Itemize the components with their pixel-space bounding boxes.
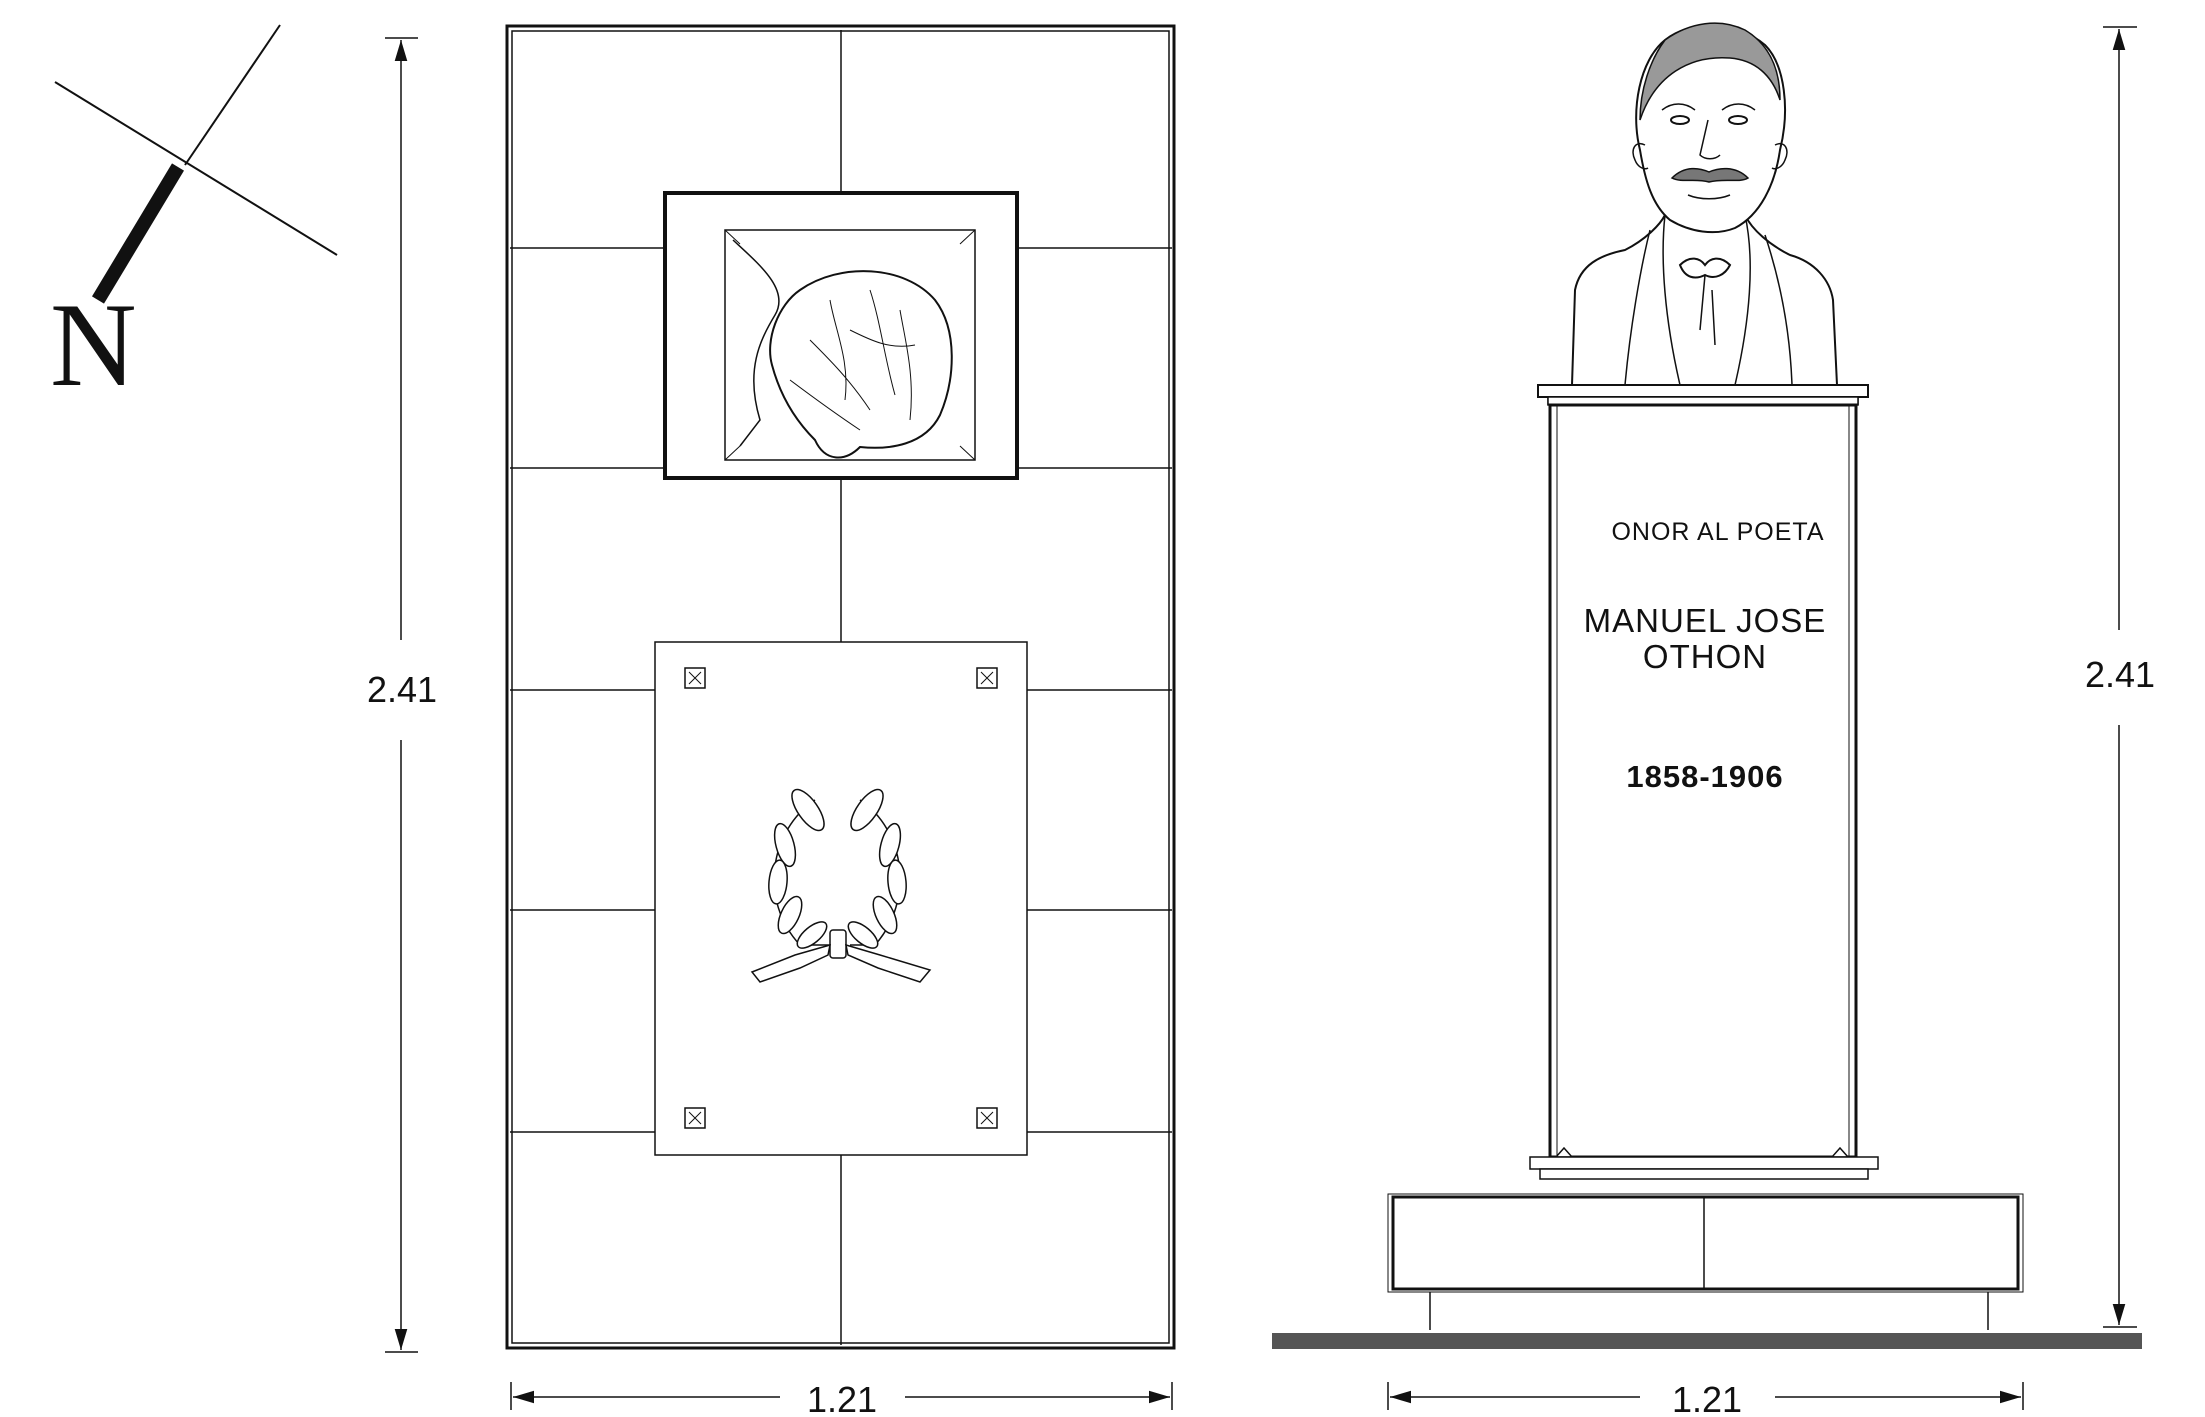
left-width-dimension: 1.21	[510, 1379, 1173, 1417]
bust-icon	[1570, 22, 1839, 386]
pedestal-shaft	[1548, 403, 1858, 1159]
laurel-wreath-icon	[750, 788, 932, 983]
plaque-bolt-icon	[976, 667, 998, 689]
right-height-dimension: 2.41	[2085, 26, 2155, 1328]
head-relief-icon	[769, 270, 953, 459]
plaque-bolt-icon	[684, 1107, 706, 1129]
wreath-plaque	[654, 641, 1028, 1156]
right-width-dimension: 1.21	[1387, 1379, 2024, 1417]
plaque-bolt-icon	[976, 1107, 998, 1129]
plaque-bolt-icon	[684, 667, 706, 689]
right-elevation: ONOR AL POETA MANUEL JOSE OTHON 1858-190…	[1272, 22, 2155, 1417]
pedestal-base-plate	[1529, 1156, 1879, 1170]
wall-outline	[505, 24, 1176, 1350]
plaque-name-line1: MANUEL JOSE	[1584, 602, 1827, 639]
pedestal-capital	[1537, 384, 1869, 398]
left-height-label: 2.41	[367, 669, 437, 710]
right-height-label: 2.41	[2085, 654, 2155, 695]
north-label: N	[50, 278, 137, 411]
plaque-dedication: ONOR AL POETA	[1611, 518, 1824, 546]
ground-line	[1272, 1333, 2142, 1349]
left-width-label: 1.21	[807, 1379, 877, 1417]
right-width-label: 1.21	[1672, 1379, 1742, 1417]
left-height-dimension: 2.41	[367, 37, 437, 1353]
plaque-name-line2: OTHON	[1643, 638, 1767, 675]
relief-frame	[663, 191, 1019, 480]
pedestal-plinth	[1391, 1195, 2020, 1291]
plaque-dates: 1858-1906	[1626, 759, 1783, 794]
left-elevation: 2.41	[367, 24, 1176, 1417]
north-arrow-icon: N	[50, 24, 338, 411]
